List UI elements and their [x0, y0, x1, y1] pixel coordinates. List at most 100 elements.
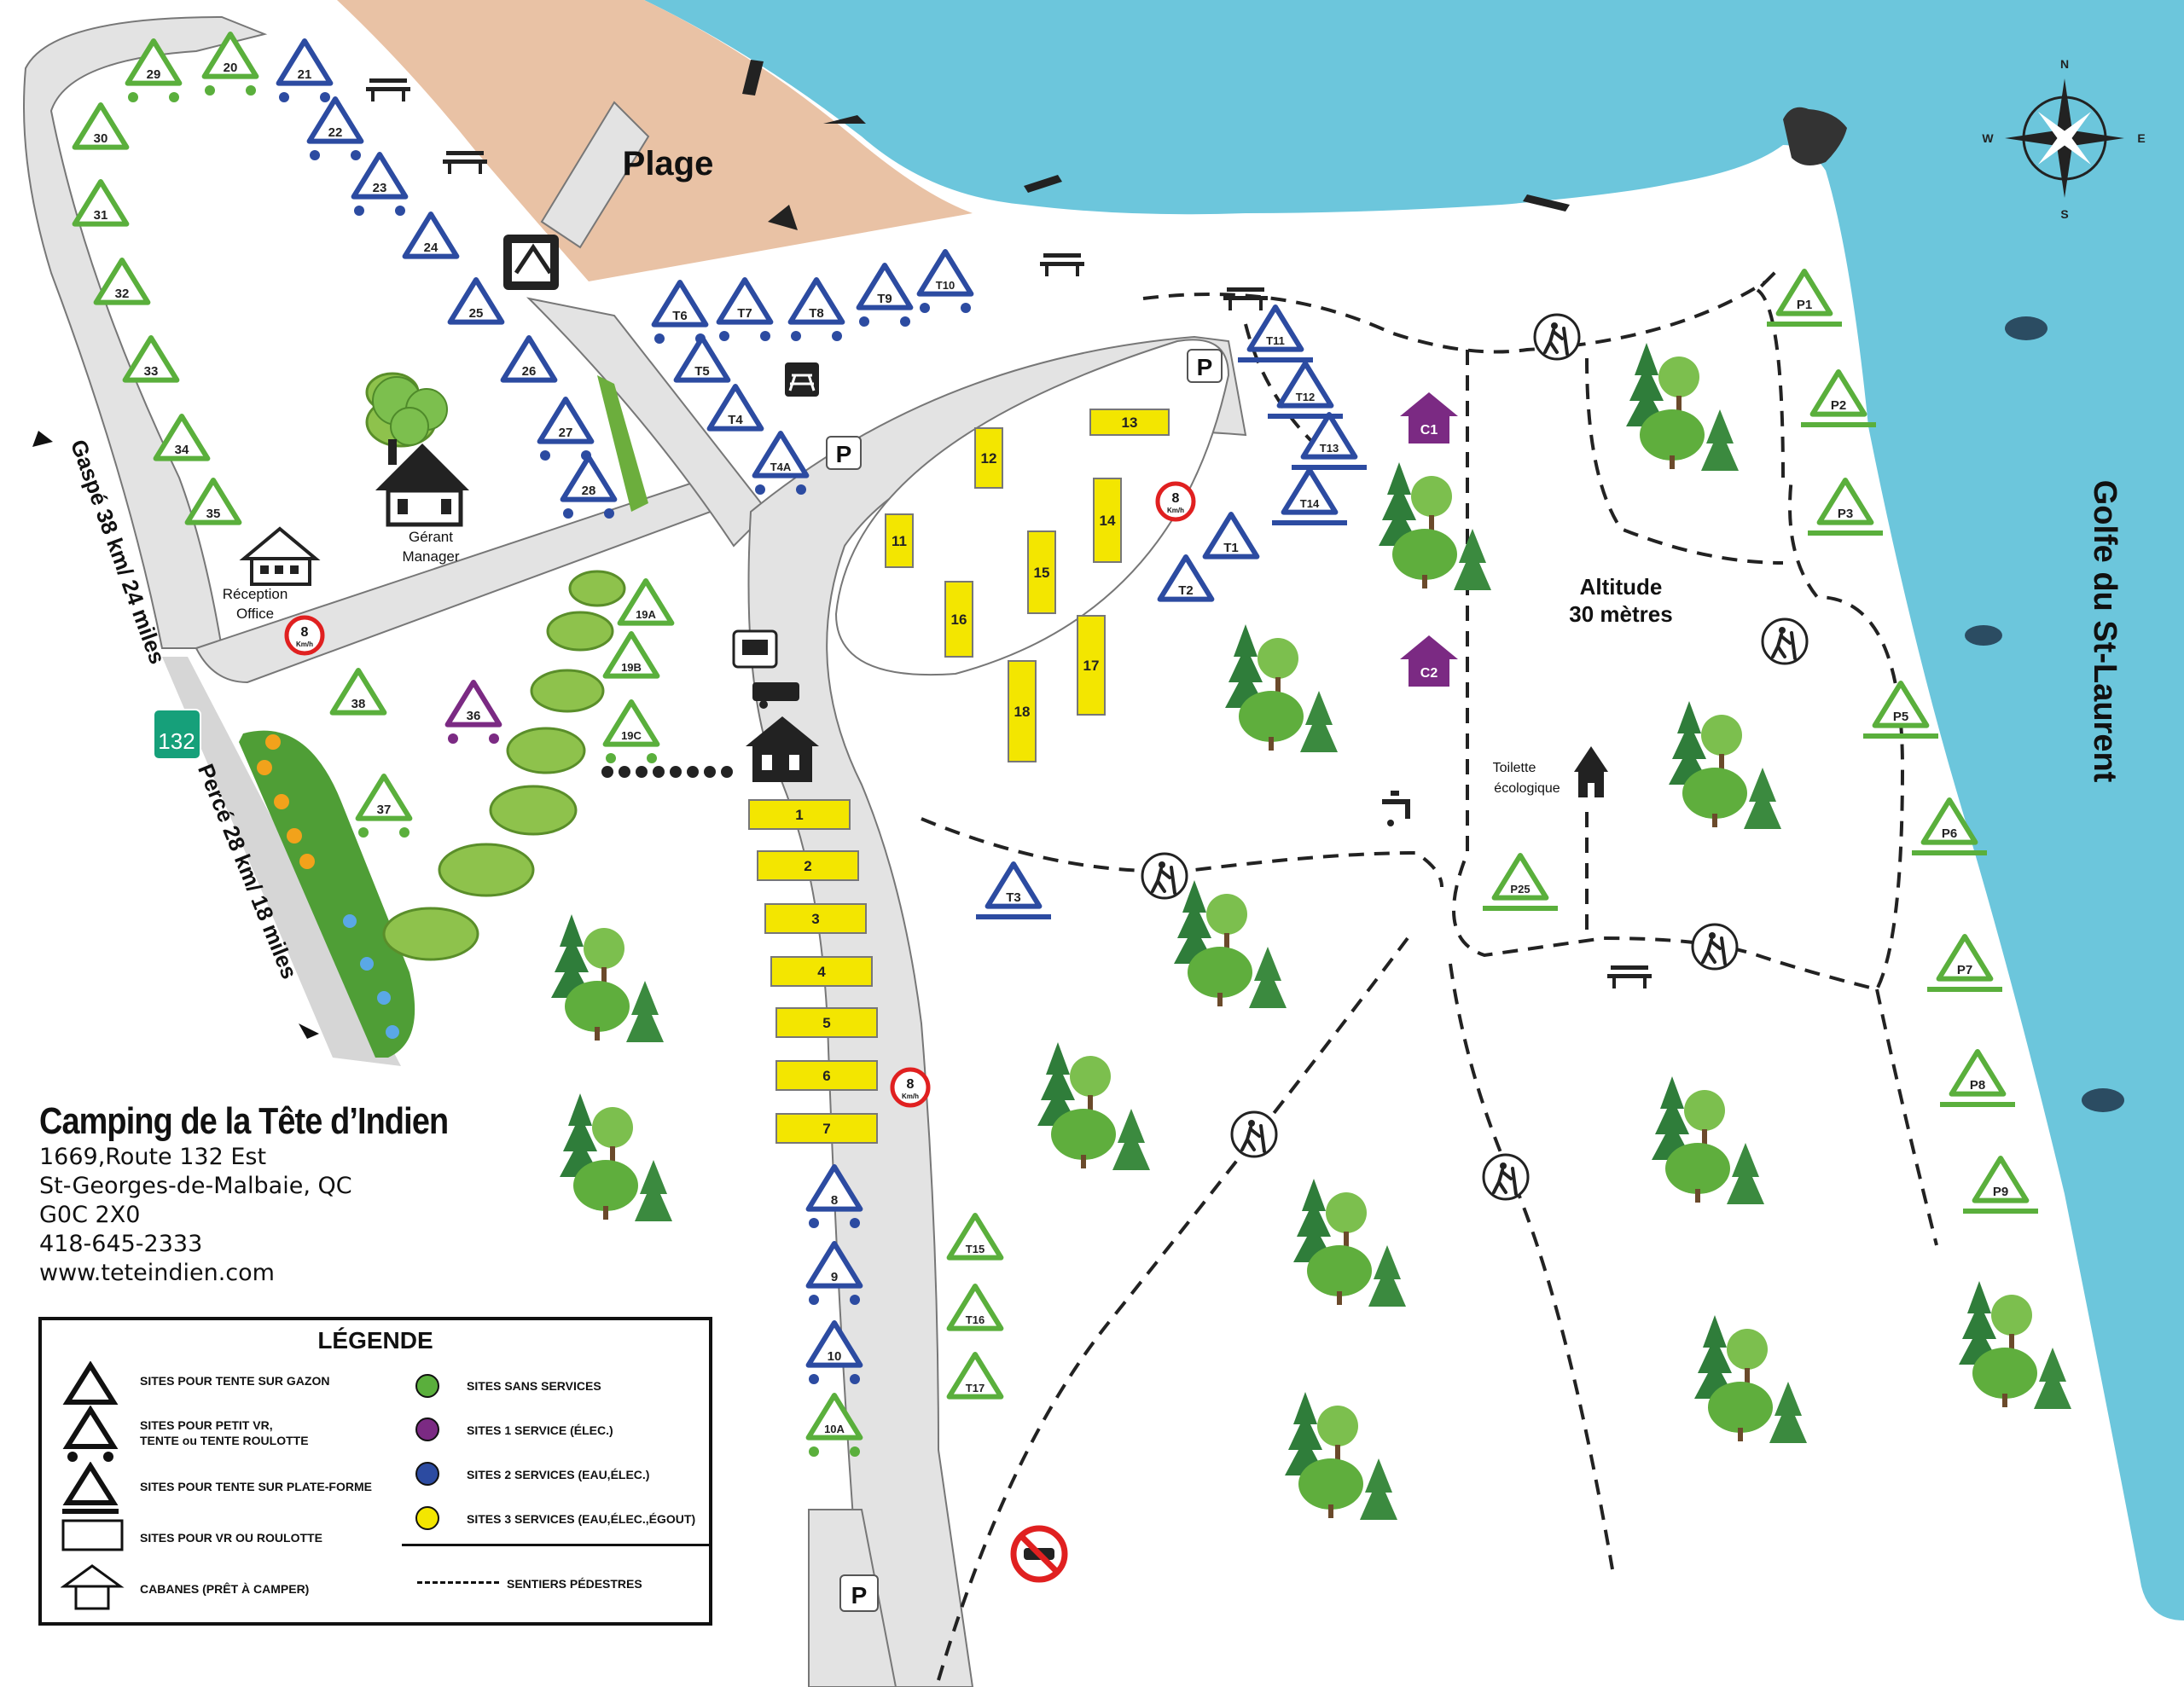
rv-site-4[interactable]: 4	[770, 956, 873, 987]
site-number: P7	[1957, 963, 1972, 977]
blue-site-28[interactable]: 28	[560, 455, 618, 519]
legend-title: LÉGENDE	[317, 1327, 433, 1354]
green-site-32[interactable]: 32	[93, 258, 151, 305]
blue-site-T12[interactable]: T12	[1268, 361, 1343, 419]
green-site-10A[interactable]: 10A	[805, 1393, 863, 1457]
blue-site-T7[interactable]: T7	[716, 277, 774, 341]
blue-site-24[interactable]: 24	[402, 212, 460, 259]
green-site-20[interactable]: 20	[201, 32, 259, 96]
speed-value: 8	[301, 625, 309, 640]
green-site-P6[interactable]: P6	[1912, 797, 1987, 855]
purple-site-36[interactable]: 36	[444, 680, 502, 744]
cabin-C2[interactable]: C2	[1400, 635, 1458, 687]
green-site-34[interactable]: 34	[153, 414, 211, 461]
green-site-19B[interactable]: 19B	[602, 631, 660, 679]
green-site-33[interactable]: 33	[122, 335, 180, 383]
blue-site-25[interactable]: 25	[447, 277, 505, 325]
parking-label: P	[1197, 354, 1213, 380]
blue-site-10[interactable]: 10	[805, 1320, 863, 1384]
rv-site-15[interactable]: 15	[1027, 530, 1056, 614]
blue-site-T14[interactable]: T14	[1272, 467, 1347, 525]
blue-site-26[interactable]: 26	[500, 335, 558, 383]
blue-site-T11[interactable]: T11	[1238, 304, 1313, 362]
site-number: T4A	[770, 461, 792, 473]
rv-site-18[interactable]: 18	[1008, 660, 1037, 762]
blue-site-T3[interactable]: T3	[976, 861, 1051, 919]
site-number: T14	[1300, 497, 1320, 510]
blue-site-T1[interactable]: T1	[1202, 512, 1260, 559]
blue-site-T10[interactable]: T10	[916, 249, 974, 313]
green-site-T17[interactable]: T17	[946, 1352, 1004, 1400]
rv-site-3[interactable]: 3	[764, 903, 867, 934]
rv-site-11[interactable]: 11	[885, 513, 914, 568]
rv-site-14[interactable]: 14	[1093, 478, 1122, 563]
eco-toilet-icon	[1574, 746, 1608, 797]
rv-site-12[interactable]: 12	[974, 427, 1003, 489]
green-site-30[interactable]: 30	[72, 102, 130, 150]
green-site-P5[interactable]: P5	[1863, 681, 1938, 739]
green-site-P25[interactable]: P25	[1483, 853, 1558, 911]
blue-site-T13[interactable]: T13	[1292, 412, 1367, 470]
blue-site-22[interactable]: 22	[306, 96, 364, 160]
rv-site-1[interactable]: 1	[748, 799, 851, 830]
green-site-P2[interactable]: P2	[1801, 369, 1876, 427]
blue-site-21[interactable]: 21	[276, 38, 334, 102]
green-site-35[interactable]: 35	[184, 478, 242, 525]
website-link[interactable]: www.teteindien.com	[39, 1260, 275, 1286]
site-number: 19C	[621, 729, 642, 742]
green-site-19C[interactable]: 19C	[602, 699, 660, 763]
site-number: 35	[206, 507, 221, 521]
campground-info: Camping de la Tête d’Indien 1669,Route 1…	[39, 1100, 517, 1288]
blue-site-27[interactable]: 27	[537, 397, 595, 461]
green-site-29[interactable]: 29	[125, 38, 183, 102]
site-number: T12	[1296, 391, 1315, 403]
rv-site-7[interactable]: 7	[775, 1113, 878, 1144]
site-number: 30	[94, 131, 108, 146]
rv-site-16[interactable]: 16	[944, 581, 973, 658]
green-site-P8[interactable]: P8	[1940, 1049, 2015, 1107]
blue-site-T4[interactable]: T4	[706, 384, 764, 432]
site-number: 19B	[621, 661, 642, 674]
rv-site-13[interactable]: 13	[1089, 409, 1170, 436]
hiking-trails	[921, 269, 1938, 1681]
site-number: 22	[328, 125, 343, 140]
green-site-37[interactable]: 37	[355, 774, 413, 838]
green-site-T16[interactable]: T16	[946, 1284, 1004, 1331]
rv-site-17[interactable]: 17	[1077, 615, 1106, 716]
green-site-38[interactable]: 38	[329, 668, 387, 716]
speed-unit: Km/h	[296, 641, 313, 648]
blue-site-T2[interactable]: T2	[1157, 554, 1215, 602]
rv-site-2[interactable]: 2	[757, 850, 859, 881]
compass-rose-icon: N E S W	[1982, 57, 2145, 221]
rv-site-6[interactable]: 6	[775, 1060, 878, 1091]
green-site-P1[interactable]: P1	[1767, 269, 1842, 327]
green-site-31[interactable]: 31	[72, 179, 130, 227]
blue-site-8[interactable]: 8	[805, 1164, 863, 1228]
rv-site-5[interactable]: 5	[775, 1007, 878, 1038]
site-number: T17	[966, 1382, 985, 1394]
green-site-P7[interactable]: P7	[1927, 934, 2002, 992]
green-site-P9[interactable]: P9	[1963, 1156, 2038, 1214]
green-site-P3[interactable]: P3	[1808, 478, 1883, 536]
site-number: P2	[1831, 398, 1846, 413]
blue-site-23[interactable]: 23	[351, 152, 409, 216]
blue-site-9[interactable]: 9	[805, 1241, 863, 1305]
blue-site-T9[interactable]: T9	[856, 263, 914, 327]
beach-label: Plage	[623, 145, 714, 183]
site-number: 4	[817, 964, 826, 980]
route-number: 132	[158, 728, 195, 754]
site-number: 3	[811, 911, 819, 927]
blue-site-T8[interactable]: T8	[787, 277, 845, 341]
site-number: P5	[1893, 710, 1908, 724]
site-number: T6	[672, 309, 688, 323]
speed-limit-signs: 8 Km/h 8 Km/h 8 Km/h	[287, 484, 1194, 1105]
green-site-T15[interactable]: T15	[946, 1213, 1004, 1261]
blue-site-T5[interactable]: T5	[673, 335, 731, 383]
site-number: 19A	[636, 608, 656, 621]
site-number: T15	[966, 1243, 985, 1255]
cabin-C1[interactable]: C1	[1400, 392, 1458, 443]
green-site-19A[interactable]: 19A	[617, 578, 675, 626]
blue-site-T4A[interactable]: T4A	[752, 431, 810, 495]
blue-site-T6[interactable]: T6	[651, 280, 709, 344]
